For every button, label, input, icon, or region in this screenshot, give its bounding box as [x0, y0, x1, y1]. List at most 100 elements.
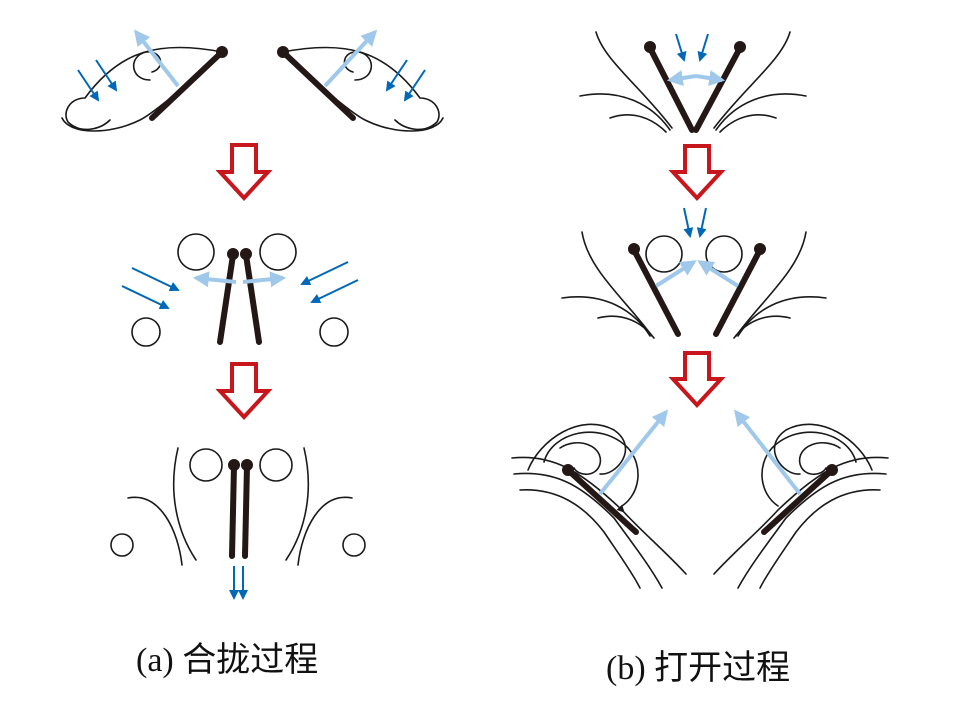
plate-right — [761, 467, 835, 535]
plate-hinge — [644, 41, 656, 53]
jet-arrow — [697, 260, 740, 288]
vortex-circle-icon — [110, 533, 134, 557]
plate-hinge — [628, 243, 640, 255]
inflow-arrow — [121, 285, 170, 310]
vortex-spiral — [343, 51, 373, 81]
plate-hinge — [734, 41, 746, 53]
panel-b-stage-3 — [511, 409, 889, 589]
streamline — [511, 456, 687, 575]
plate-left — [631, 247, 681, 337]
streamline — [773, 423, 873, 475]
streamline — [733, 315, 791, 339]
streamline — [527, 423, 627, 475]
vortex-circle-icon — [177, 233, 215, 271]
panel-a — [61, 29, 444, 600]
streamline — [282, 46, 440, 131]
streamline — [719, 114, 777, 133]
plate-right — [242, 463, 250, 559]
vortex-circle-icon — [189, 448, 223, 482]
panel-a-stage-1 — [61, 29, 444, 132]
inflow-arrow — [95, 59, 118, 92]
jet-arrow — [734, 409, 802, 496]
streamline — [597, 315, 655, 339]
vortex-circle-icon — [131, 317, 161, 347]
vortex-spiral — [559, 442, 602, 476]
inflow-arrow — [310, 279, 359, 304]
down-arrow-icon — [215, 362, 273, 420]
down-arrow-icon — [668, 144, 726, 201]
caption-opening-process: (b) 打开过程 — [606, 650, 791, 687]
plate-right — [693, 45, 743, 133]
vortex-spiral — [132, 51, 162, 81]
plate-left — [217, 252, 236, 345]
streamline — [609, 114, 667, 133]
streamline — [713, 456, 889, 575]
jet-arrow — [598, 409, 669, 496]
jet-arrow — [695, 70, 726, 86]
jet-arrow — [666, 70, 697, 86]
streamline — [715, 93, 807, 131]
streamline — [761, 431, 857, 507]
panel-b-stage-1 — [579, 31, 807, 133]
inflow-arrow — [77, 69, 100, 102]
streamline — [737, 472, 887, 589]
streamline — [713, 31, 791, 129]
vortex-circle-icon — [342, 533, 366, 557]
plate-hinge — [562, 464, 574, 476]
jet-arrow — [654, 260, 697, 288]
plate-left — [565, 467, 639, 535]
streamline — [65, 46, 223, 131]
streamline — [735, 231, 807, 337]
streamline — [579, 93, 671, 131]
panel-b-stage-2 — [561, 207, 827, 339]
vortex-circle-icon — [319, 317, 349, 347]
inflow-arrow — [696, 207, 707, 238]
inflow-arrow — [675, 33, 687, 62]
panel-b — [511, 31, 889, 589]
inflow-arrow — [697, 33, 709, 62]
caption-closing-process: (a) 合拢过程 — [136, 642, 319, 679]
plate-right — [280, 49, 356, 121]
plate-hinge — [228, 459, 240, 471]
plate-left — [149, 49, 225, 121]
streamline — [172, 447, 197, 561]
vortex-circle-icon — [259, 233, 297, 271]
vortex-spiral — [798, 442, 841, 476]
streamline — [297, 496, 353, 566]
streamline — [759, 489, 881, 589]
plate-hinge — [754, 243, 766, 255]
vortex-circle-icon — [259, 448, 293, 482]
plate-hinge — [277, 46, 289, 58]
jet-arrow — [134, 29, 180, 88]
plate-hinge — [227, 248, 239, 260]
streamline — [127, 496, 183, 566]
inflow-arrow — [683, 207, 694, 238]
streamline — [581, 231, 653, 337]
streamline — [513, 472, 663, 589]
inflow-arrow — [385, 59, 408, 92]
inflow-arrow — [403, 69, 426, 102]
inflow-arrow — [300, 261, 349, 286]
streamline — [282, 51, 444, 132]
plate-hinge — [826, 464, 838, 476]
plate-hinge — [216, 46, 228, 58]
panel-a-stage-2 — [121, 233, 359, 347]
streamline — [61, 51, 223, 132]
panel-a-stage-3 — [110, 447, 366, 600]
down-arrow-icon — [668, 351, 726, 408]
jet-arrow — [323, 29, 378, 88]
jet-arrow — [192, 271, 237, 288]
inflow-arrow — [131, 267, 180, 292]
down-arrow-icon — [215, 143, 273, 201]
vortex-circle-icon — [705, 235, 743, 273]
plate-left — [229, 463, 237, 559]
plate-right — [713, 247, 763, 337]
plate-right — [243, 252, 262, 345]
streamline — [285, 447, 310, 561]
vortex-circle-icon — [645, 235, 683, 273]
streamline — [543, 431, 639, 507]
plate-left — [647, 45, 695, 133]
plate-hinge — [241, 459, 253, 471]
plate-hinge — [240, 248, 252, 260]
